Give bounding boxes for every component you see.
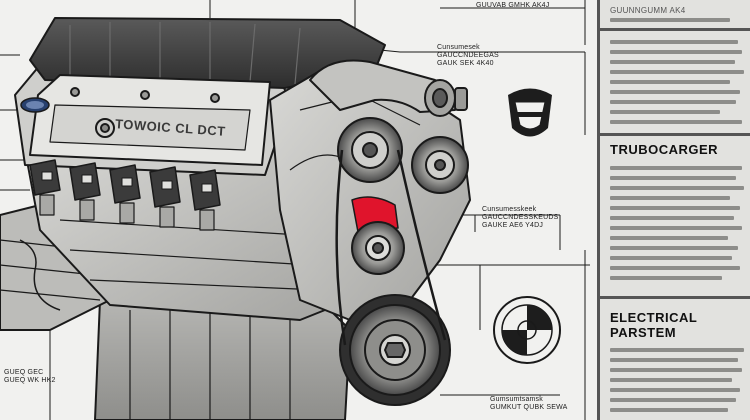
callout-bottom-mid: Gumsumtsamsk GUMKUT QUBK SEWA [490, 396, 568, 412]
spec-panel: GUUNNGUMM AK4 TRUBOCARGER ELECTRICAL PAR… [597, 0, 750, 420]
text-line [610, 120, 742, 124]
engine [0, 17, 471, 420]
callout-line: GUEQ GEC [4, 369, 44, 376]
text-line [610, 186, 744, 190]
callout-upper-mid: Cunsumesek GAUCCNDEEGAS GAUK SEK 4K40 [437, 44, 499, 68]
callout-top-right: GUUVAB GMHK AK4J [476, 2, 549, 10]
text-line [610, 216, 734, 220]
leader-lines [0, 0, 590, 420]
callout-line: Cunsumesek [437, 44, 480, 51]
text-line [610, 368, 742, 372]
text-line [610, 266, 740, 270]
text-line [610, 50, 742, 54]
divider [600, 28, 750, 31]
text-line [610, 388, 740, 392]
callout-line: GAUK SEK 4K40 [437, 60, 494, 67]
text-line [610, 176, 736, 180]
text-line [610, 18, 730, 22]
callout-line: GUMKUT QUBK SEWA [490, 404, 568, 411]
callout-line: GAUCCNDESSKEUDS [482, 214, 559, 221]
text-line [610, 90, 740, 94]
callout-line: Cunsumesskeek [482, 206, 537, 213]
callout-line: GUUVAB GMHK AK4J [476, 2, 550, 9]
divider [600, 133, 750, 136]
text-line [610, 236, 728, 240]
text-line [610, 80, 730, 84]
text-line [610, 408, 728, 412]
text-line [610, 70, 744, 74]
text-line [610, 348, 744, 352]
text-line [610, 100, 736, 104]
section-title-turbocharger: TRUBOCARGER [610, 142, 719, 157]
callout-line: Gumsumtsamsk [490, 396, 543, 403]
text-line [610, 398, 736, 402]
text-line [610, 206, 740, 210]
text-line [610, 226, 742, 230]
callout-mid-right: Cunsumesskeek GAUCCNDESSKEUDS GAUKE AE6 … [482, 206, 559, 230]
text-line [610, 110, 720, 114]
panel-top-text: GUUNNGUMM AK4 [610, 6, 686, 15]
callout-line: GAUCCNDEEGAS [437, 52, 499, 59]
text-line [610, 378, 732, 382]
text-line [610, 276, 722, 280]
shield-cup-icon [508, 88, 552, 137]
round-emblem-icon [493, 296, 561, 364]
text-line [610, 246, 738, 250]
text-line [610, 166, 742, 170]
text-line [610, 196, 730, 200]
callout-bottom-left: GUEQ GEC GUEQ WK HK2 [4, 369, 56, 385]
section-title-electrical: ELECTRICAL PARSTEM [610, 310, 698, 340]
text-line [610, 40, 738, 44]
text-line [610, 60, 735, 64]
callout-line: GUEQ WK HK2 [4, 377, 56, 384]
text-line [610, 256, 732, 260]
callout-line: GAUKE AE6 Y4DJ [482, 222, 544, 229]
divider [600, 296, 750, 299]
text-line [610, 358, 738, 362]
